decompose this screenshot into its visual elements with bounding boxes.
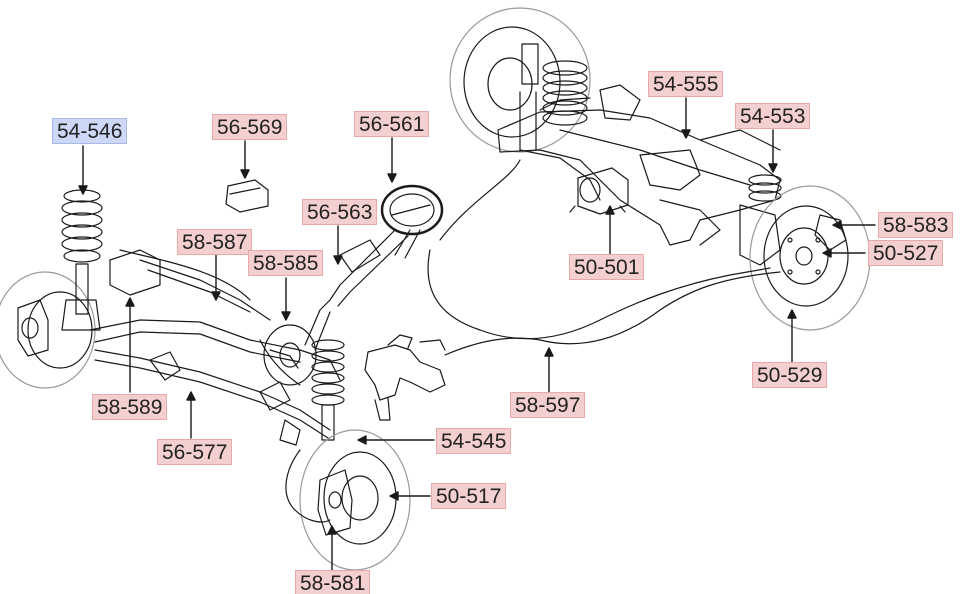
- front-subframe: [89, 249, 341, 381]
- callout-58-581: 58-581: [295, 570, 371, 594]
- callout-58-597: 58-597: [510, 392, 586, 418]
- callout-54-555: 54-555: [648, 71, 724, 97]
- front-right-disc: [299, 429, 411, 571]
- steering-rack: [94, 349, 331, 446]
- callout-54-553: 54-553: [735, 103, 811, 129]
- callout-50-529: 50-529: [752, 362, 828, 388]
- callout-58-583: 58-583: [878, 212, 954, 238]
- callout-56-563: 56-563: [302, 199, 378, 225]
- callout-58-585: 58-585: [248, 250, 324, 276]
- rear-subframe: [497, 84, 781, 246]
- callout-58-589: 58-589: [92, 394, 168, 420]
- parking-brake-lever: [364, 334, 446, 421]
- steering-wheel: [380, 184, 444, 259]
- callout-56-569: 56-569: [212, 114, 288, 140]
- rear-right-spring: [739, 174, 782, 266]
- callout-50-527: 50-527: [868, 240, 944, 266]
- callout-58-587: 58-587: [177, 229, 253, 255]
- callout-50-501: 50-501: [569, 254, 645, 280]
- front-right-spring: [311, 339, 345, 441]
- front-left-spring: [61, 189, 103, 331]
- callout-56-561: 56-561: [354, 111, 430, 137]
- rear-actuator: [569, 167, 629, 215]
- callout-54-546: 54-546: [52, 118, 128, 144]
- callout-50-517: 50-517: [431, 483, 507, 509]
- brake-hoses: [259, 339, 331, 523]
- leader-lines: [78, 97, 876, 571]
- brake-cables: [427, 159, 781, 356]
- front-hub: [263, 324, 317, 386]
- steering-column: [304, 229, 409, 351]
- rear-right-disc: [749, 185, 871, 331]
- callout-56-577: 56-577: [157, 439, 233, 465]
- airbag-module: [225, 179, 269, 213]
- callout-54-545: 54-545: [436, 428, 512, 454]
